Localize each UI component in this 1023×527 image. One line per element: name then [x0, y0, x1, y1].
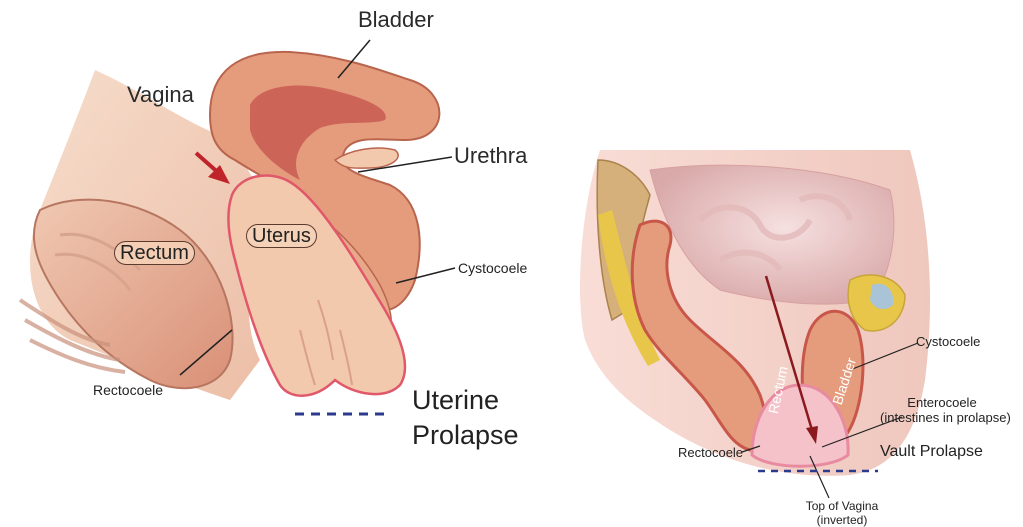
uterine-prolapse-title-line1: Uterine — [412, 385, 499, 417]
enterocoele-label-line1: Enterocoele — [882, 396, 1002, 409]
urethra-label: Urethra — [454, 145, 527, 167]
cystocoele-label-right: Cystocoele — [916, 335, 980, 348]
left-anatomy-illustration — [20, 40, 455, 414]
top-of-vagina-label-line1: Top of Vagina — [792, 500, 892, 512]
vault-prolapse-title: Vault Prolapse — [880, 444, 983, 460]
enterocoele-label-line2: (intestines in prolapse) — [880, 411, 1011, 424]
rectocoele-label: Rectocoele — [93, 383, 163, 397]
top-of-vagina-label-line2: (inverted) — [792, 514, 892, 526]
uterine-prolapse-title-line2: Prolapse — [412, 420, 519, 452]
rectocoele-label-right: Rectocoele — [678, 446, 743, 459]
bladder-label: Bladder — [358, 9, 434, 31]
right-anatomy-illustration — [580, 150, 930, 498]
vagina-label: Vagina — [127, 84, 194, 106]
rectum-label: Rectum — [114, 241, 195, 265]
uterus-label: Uterus — [246, 224, 317, 248]
cystocoele-label: Cystocoele — [458, 261, 527, 275]
